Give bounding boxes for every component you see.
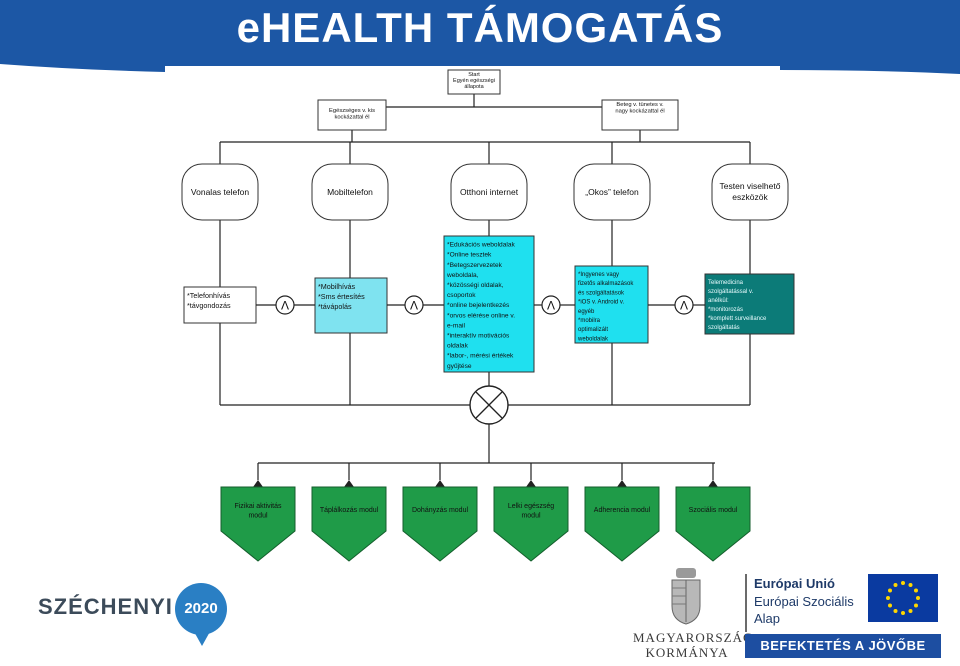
eu-star-icon [888, 588, 893, 593]
channel-label: Vonalas telefon [191, 187, 249, 197]
module-label: Táplálkozás modul [320, 507, 379, 514]
and-gate [541, 295, 561, 315]
arrow-head [253, 480, 263, 487]
service-box-text: *Edukációs weboldalak*Online tesztek*Bet… [446, 242, 516, 370]
service-box [704, 273, 795, 335]
sick-branch-node [601, 99, 679, 131]
service-box-text: *Telefonhívás*távgondozás [187, 291, 231, 310]
arrow-head [435, 480, 445, 487]
eu-star-icon [908, 583, 913, 588]
eu-star-icon [893, 583, 898, 588]
hungarian-coat-of-arms-icon [671, 568, 701, 625]
szechenyi-2020-badge: 2020 [175, 583, 227, 635]
arrow-head [617, 480, 627, 487]
channel-node [450, 163, 528, 221]
eu-star-icon [901, 611, 905, 615]
module-shape [584, 486, 660, 562]
sick-branch-label: Beteg v. tünetes v.nagy kockázattal él [615, 102, 664, 115]
service-box [574, 265, 649, 344]
junction-cross [475, 391, 503, 419]
healthy-branch-node [317, 99, 387, 131]
module-label: Szociális modul [689, 507, 738, 514]
logo-divider [745, 574, 747, 632]
channel-node [711, 163, 789, 221]
eu-line-3: Alap [754, 611, 781, 626]
arrow-head [708, 480, 718, 487]
start-node [447, 69, 501, 95]
module-label: Adherencia modul [594, 507, 651, 514]
and-gate-symbol: Λ [281, 299, 289, 313]
eu-line-2: Európai Szociális [754, 594, 854, 609]
eu-star-icon [886, 596, 890, 600]
eu-star-icon [893, 608, 898, 613]
module-shape [675, 486, 751, 562]
and-gate [404, 295, 424, 315]
module-label: Dohányzás modul [412, 507, 468, 514]
module-shape [402, 486, 478, 562]
gov-line-1: MAGYARORSZÁG [633, 630, 754, 645]
module-shape [493, 486, 569, 562]
szechenyi-pin-tip [192, 628, 212, 646]
channel-node [181, 163, 259, 221]
channel-label: „Okos” telefon [585, 187, 639, 197]
and-gate [275, 295, 295, 315]
module-shape [220, 486, 296, 562]
module-shape [311, 486, 387, 562]
eu-star-icon [913, 588, 918, 593]
and-gate [674, 295, 694, 315]
channel-node [311, 163, 389, 221]
eu-star-icon [916, 596, 920, 600]
and-gate-symbol: Λ [410, 299, 418, 313]
and-gate-symbol: Λ [547, 299, 555, 313]
szechenyi-logo-text: SZÉCHENYI [38, 594, 173, 619]
channel-label: Mobiltelefon [327, 187, 373, 197]
eu-star-icon [908, 608, 913, 613]
arrow-head [526, 480, 536, 487]
channel-node [573, 163, 651, 221]
eu-flag-icon [868, 574, 938, 622]
header-banner [0, 0, 960, 74]
eu-star-icon [913, 603, 918, 608]
investment-slogan: BEFEKTETÉS A JÖVŐBE [745, 634, 941, 658]
service-box-text: *Mobilhívás*Sms értesítés*távápolás [318, 282, 365, 311]
eu-line-1: Európai Unió [754, 576, 835, 591]
channel-label: Otthoni internet [460, 187, 519, 197]
page-title: eHEALTH TÁMOGATÁS [236, 4, 724, 51]
and-gate-symbol: Λ [680, 299, 688, 313]
service-box [183, 286, 257, 324]
gov-line-2: KORMÁNYA [645, 645, 729, 660]
eu-star-icon [888, 603, 893, 608]
service-box [443, 235, 535, 373]
eu-star-icon [901, 581, 905, 585]
arrow-head [344, 480, 354, 487]
